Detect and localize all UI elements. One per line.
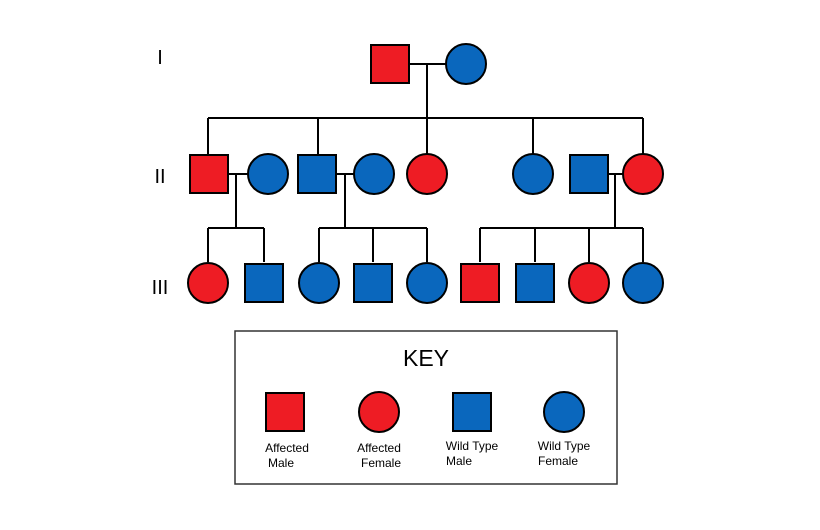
individuals (187, 43, 664, 304)
legend-label-wild-type-male-line1: Wild Type (446, 439, 499, 453)
generation-label-iii: III (152, 277, 169, 299)
legend-label-wild-type-male-line2: Male (446, 454, 472, 468)
generation-label-i: I (157, 47, 163, 69)
gen3-male-wild-type (244, 263, 284, 303)
pedigree-lines (207, 63, 644, 262)
gen2-female-affected (406, 153, 448, 195)
generation-label-ii: II (154, 166, 165, 188)
legend-key: KEY Affected Male Affected Female Wild T… (234, 330, 618, 485)
gen3-female-affected (187, 262, 229, 304)
gen2-male-wild-type (297, 154, 337, 194)
gen3-male-affected (460, 263, 500, 303)
gen2-female-wild-type (512, 153, 554, 195)
gen2-male-affected (189, 154, 229, 194)
legend-label-affected-male-line2: Male (268, 456, 294, 470)
legend-label-affected-male-line1: Affected (265, 441, 309, 455)
gen3-female-wild-type (622, 262, 664, 304)
legend-wild-type-female-symbol (543, 391, 585, 433)
legend-label-affected-female-line1: Affected (357, 441, 401, 455)
gen2-male-wild-type (569, 154, 609, 194)
legend-affected-male-symbol (265, 392, 305, 432)
legend-label-affected-female-line2: Female (361, 456, 401, 470)
gen2-female-wild-type (353, 153, 395, 195)
gen3-female-wild-type (406, 262, 448, 304)
gen3-male-wild-type (353, 263, 393, 303)
gen2-female-affected (622, 153, 664, 195)
gen3-female-wild-type (298, 262, 340, 304)
legend-box (234, 330, 618, 485)
gen3-male-wild-type (515, 263, 555, 303)
legend-wild-type-male-symbol (452, 392, 492, 432)
legend-label-wild-type-female-line1: Wild Type (538, 439, 591, 453)
gen1-female-wild-type (445, 43, 487, 85)
legend-label-wild-type-female-line2: Female (538, 454, 578, 468)
legend-affected-female-symbol (358, 391, 400, 433)
gen3-female-affected (568, 262, 610, 304)
gen1-male-affected (370, 44, 410, 84)
gen2-female-wild-type (247, 153, 289, 195)
legend-title: KEY (403, 345, 449, 371)
